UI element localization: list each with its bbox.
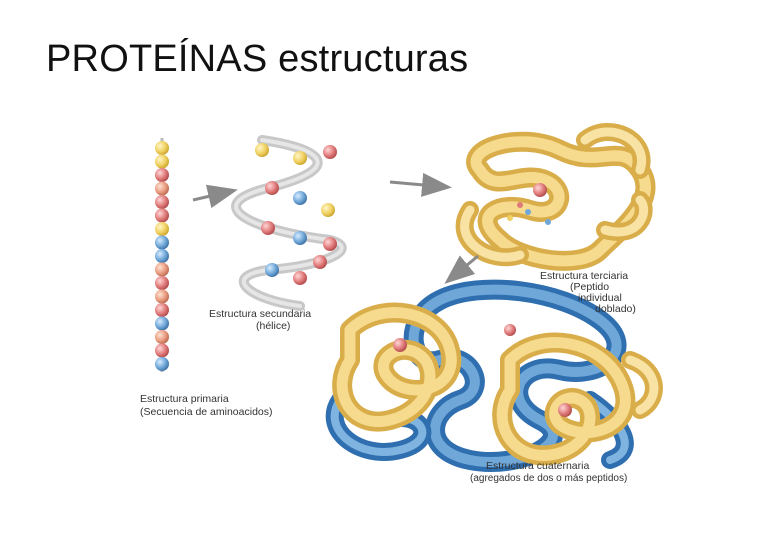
helix-bead — [323, 145, 337, 159]
amino-acid-bead — [155, 290, 169, 304]
amino-acid-bead — [155, 182, 169, 196]
quaternary-label-line1: Estructura cuaternaria — [486, 460, 589, 472]
amino-acid-bead — [155, 209, 169, 223]
amino-acid-bead — [155, 344, 169, 358]
amino-acid-bead — [155, 195, 169, 209]
helix-bead — [313, 255, 327, 269]
quaternary-label-line2: (agregados de dos o más peptidos) — [470, 473, 627, 484]
amino-acid-bead — [155, 263, 169, 277]
amino-acid-bead — [155, 155, 169, 169]
helix-bead — [293, 231, 307, 245]
amino-acid-bead — [155, 357, 169, 371]
helix-bead — [323, 237, 337, 251]
helix-bead — [293, 271, 307, 285]
amino-acid-bead — [155, 236, 169, 250]
secondary-structure-helix — [236, 140, 342, 306]
amino-acid-bead — [155, 317, 169, 331]
secondary-structure-label: Estructura secundaria (hélice) — [209, 308, 311, 332]
helix-bead — [255, 143, 269, 157]
arrow-right-icon — [390, 182, 446, 187]
tertiary-label-line4: doblado) — [595, 303, 636, 315]
primary-label-line2: (Secuencia de aminoacidos) — [140, 406, 273, 418]
amino-acid-bead — [155, 330, 169, 344]
secondary-label-line2: (hélice) — [256, 320, 290, 332]
primary-structure-chain — [155, 138, 169, 372]
quaternary-structure-aggregate — [335, 290, 654, 462]
helix-bead — [261, 221, 275, 235]
amino-acid-bead — [155, 141, 169, 155]
helix-bead — [293, 191, 307, 205]
secondary-label-line1: Estructura secundaria — [209, 308, 311, 320]
amino-acid-bead — [155, 249, 169, 263]
amino-acid-bead — [155, 276, 169, 290]
helix-bead — [265, 181, 279, 195]
primary-structure-label: Estructura primaria (Secuencia de aminoa… — [140, 393, 273, 418]
helix-bead — [293, 151, 307, 165]
amino-acid-bead — [155, 303, 169, 317]
amino-acid-bead — [155, 168, 169, 182]
arrow-down-left-icon — [449, 256, 478, 280]
tertiary-structure-fold — [465, 132, 646, 261]
helix-bead — [265, 263, 279, 277]
amino-acid-bead — [155, 222, 169, 236]
arrow-right-icon — [193, 191, 232, 200]
helix-bead — [321, 203, 335, 217]
primary-label-line1: Estructura primaria — [140, 393, 229, 405]
